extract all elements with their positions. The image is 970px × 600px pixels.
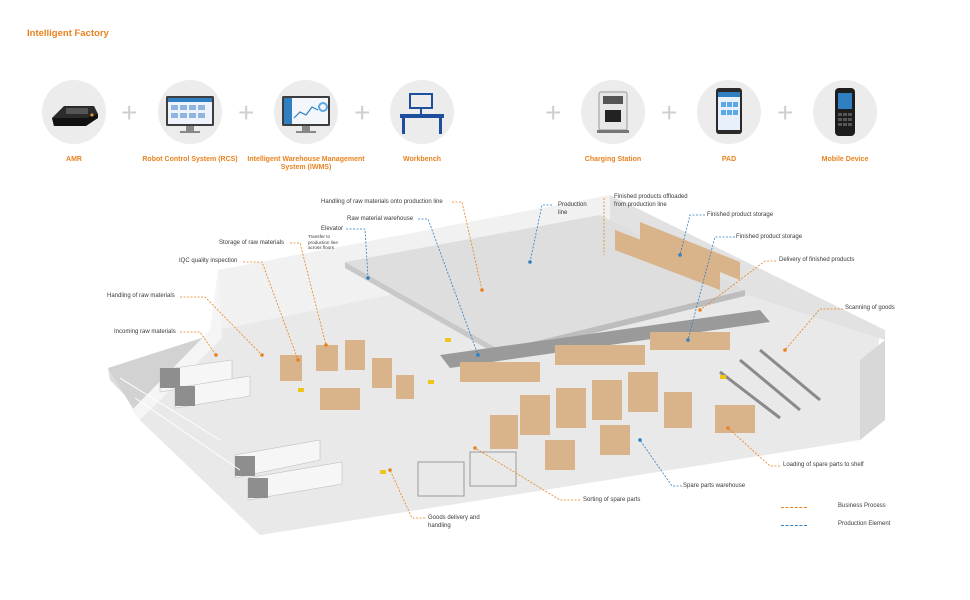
component-label-charging-station: Charging Station xyxy=(584,156,642,163)
callout-sorting-spare: Sorting of spare parts xyxy=(583,497,641,503)
legend-business-process-swatch xyxy=(781,507,807,508)
rcs-monitor-icon xyxy=(158,80,222,144)
callout-handling-onto-line: Handling of raw materials onto productio… xyxy=(321,199,443,205)
component-label-amr: AMR xyxy=(66,156,82,163)
legend-business-process-label: Business Process xyxy=(838,503,886,509)
callout-scanning: Scanning of goods xyxy=(845,305,895,311)
callout-dots xyxy=(214,253,787,472)
page-title: Intelligent Factory xyxy=(27,28,109,39)
component-label-iwms: Intelligent Warehouse Management System … xyxy=(247,156,365,171)
callout-incoming-raw: Incoming raw materials xyxy=(114,329,176,335)
callout-storage-raw: Storage of raw materials xyxy=(219,240,285,246)
plus-sign: + xyxy=(661,97,678,128)
iwms-monitor-icon xyxy=(274,80,338,144)
component-label-workbench: Workbench xyxy=(403,156,441,163)
amr-robot-icon xyxy=(42,80,106,144)
production-element-leaders xyxy=(346,204,735,487)
plus-sign: + xyxy=(121,97,138,128)
callout-spare-warehouse: Spare parts warehouse xyxy=(683,483,746,489)
callout-elevator: Elevator xyxy=(321,226,344,232)
plus-sign: + xyxy=(238,97,255,128)
handheld-scanner-icon xyxy=(813,80,877,144)
legend-production-element-swatch xyxy=(781,525,807,526)
callout-raw-material-warehouse: Raw material warehouse xyxy=(347,216,414,222)
charging-station-icon xyxy=(581,80,645,144)
callout-loading-spare: Loading of spare parts to shelf xyxy=(783,462,864,468)
component-label-rcs: Robot Control System (RCS) xyxy=(142,156,238,163)
component-label-pad: PAD xyxy=(721,156,737,163)
component-row: + + + + xyxy=(0,0,970,180)
callout-iqc: IQC quality inspection xyxy=(179,258,238,264)
callout-delivery-finished: Delivery of finished products xyxy=(779,257,855,263)
tablet-icon xyxy=(697,80,761,144)
workbench-icon xyxy=(390,80,454,144)
plus-sign: + xyxy=(354,97,371,128)
callout-finished-storage-2: Finished product storage xyxy=(736,234,803,240)
callout-elevator-note: Transfer to production line across floor… xyxy=(308,234,338,250)
component-label-mobile-device: Mobile Device xyxy=(821,156,869,163)
business-process-leaders xyxy=(180,198,843,519)
callout-goods-delivery: Goods delivery and handling xyxy=(428,515,480,529)
callout-finished-offloaded: Finished products offloaded from product… xyxy=(614,194,688,208)
callout-finished-storage-1: Finished product storage xyxy=(707,212,774,218)
delivery-trucks xyxy=(159,359,343,501)
callout-handling-raw: Handling of raw materials xyxy=(107,293,175,299)
plus-sign: + xyxy=(545,97,562,128)
callout-production-line: Production line xyxy=(558,202,587,216)
plus-sign: + xyxy=(777,97,794,128)
legend-production-element-label: Production Element xyxy=(838,521,891,527)
